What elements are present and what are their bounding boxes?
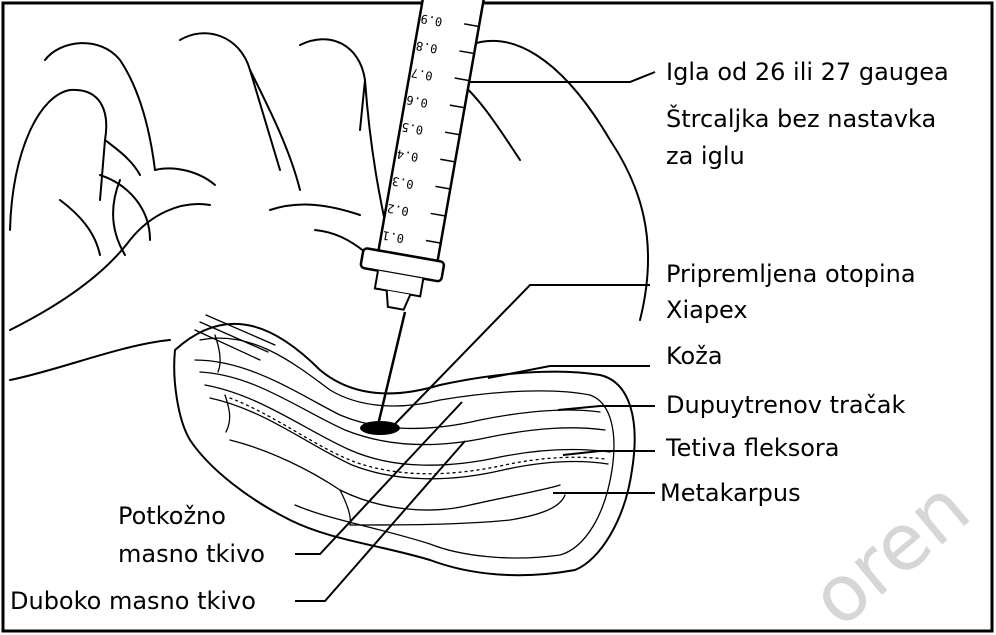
label-solution-line1: Pripremljena otopina [666,260,916,288]
label-tendon: Tetiva fleksora [665,434,840,462]
label-syringe-line1: Štrcaljka bez nastavka [666,103,936,133]
label-needle: Igla od 26 ili 27 gaugea [666,58,949,86]
label-cord: Dupuytrenov tračak [666,391,905,419]
label-subcutaneous-line2: masno tkivo [118,540,265,568]
label-solution-line2: Xiapex [666,296,748,324]
label-subcutaneous-line1: Potkožno [118,502,226,530]
solution-deposit [360,421,400,435]
label-syringe-line2: za iglu [666,142,745,170]
label-metacarpal: Metakarpus [660,479,801,507]
label-deep-fat: Duboko masno tkivo [10,587,256,615]
label-skin: Koža [666,342,723,370]
